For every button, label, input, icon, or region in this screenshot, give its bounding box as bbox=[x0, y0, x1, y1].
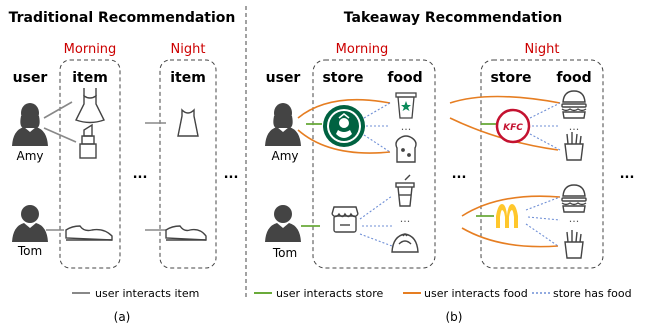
legend-label-has: store has food bbox=[553, 287, 632, 300]
more-foods-dots: ... bbox=[569, 212, 580, 225]
column-header-store: store bbox=[322, 70, 363, 86]
column-header-item: item bbox=[72, 70, 108, 86]
time-label-morning: Morning bbox=[336, 42, 389, 57]
user-label-tom: Tom bbox=[17, 244, 42, 258]
edge-tom-fries bbox=[461, 227, 559, 248]
panel-takeaway: Takeaway Recommendation Morning Night us… bbox=[254, 10, 634, 324]
kfc-logo: KFC bbox=[495, 108, 531, 144]
burger-icon bbox=[561, 90, 587, 119]
dress-icon bbox=[75, 88, 105, 124]
column-header-store-night: store bbox=[490, 70, 531, 86]
edge-amy-burger bbox=[449, 95, 561, 104]
coffee-cup-icon bbox=[395, 92, 417, 119]
user-label-tom: Tom bbox=[272, 246, 297, 260]
panel-title: Traditional Recommendation bbox=[9, 10, 236, 26]
fries-icon bbox=[564, 230, 584, 259]
column-header-user: user bbox=[13, 70, 48, 86]
more-foods-dots: ... bbox=[569, 120, 580, 133]
column-header-food: food bbox=[387, 70, 422, 86]
more-foods-dots: ... bbox=[401, 120, 412, 133]
more-foods-dots: ... bbox=[400, 212, 411, 225]
store-has-food-edges bbox=[359, 102, 561, 247]
edge-amy-lipstick bbox=[43, 127, 77, 143]
column-header-item-night: item bbox=[170, 70, 206, 86]
edge-amy-toast bbox=[297, 129, 391, 154]
column-header-food-night: food bbox=[556, 70, 591, 86]
store-interaction-edges bbox=[301, 123, 496, 227]
morning-store-food-box bbox=[312, 59, 436, 269]
night-items-box bbox=[159, 59, 217, 269]
ellipsis-after: ... bbox=[224, 167, 239, 182]
night-store-food-box bbox=[480, 59, 604, 269]
drink-cup-icon bbox=[395, 174, 415, 207]
user-label-amy: Amy bbox=[17, 149, 44, 163]
toast-icon bbox=[395, 135, 417, 163]
panel-traditional: Traditional Recommendation Morning Night… bbox=[9, 10, 239, 324]
edge-amy-dress bbox=[43, 101, 73, 119]
lipstick-icon bbox=[79, 123, 97, 159]
burger-icon bbox=[561, 184, 587, 213]
shoe-night-icon bbox=[165, 225, 207, 241]
mcdonalds-logo bbox=[496, 204, 518, 228]
caption-b: (b) bbox=[446, 310, 463, 324]
morning-items-box bbox=[59, 59, 121, 269]
caption-a: (a) bbox=[114, 310, 131, 324]
kfc-logo-text: KFC bbox=[503, 123, 523, 133]
shop-icon bbox=[331, 206, 359, 233]
legend-label-food: user interacts food bbox=[424, 287, 528, 300]
starbucks-logo bbox=[323, 105, 365, 147]
edge-amy-coffee bbox=[297, 98, 391, 119]
column-header-user: user bbox=[266, 70, 301, 86]
ellipsis-between: ... bbox=[452, 167, 467, 182]
ellipsis-after: ... bbox=[620, 167, 635, 182]
user-tom-icon bbox=[12, 205, 48, 242]
user-tom-icon bbox=[265, 205, 301, 242]
legend-label-item: user interacts item bbox=[95, 287, 199, 300]
fries-icon bbox=[564, 132, 584, 161]
user-amy-icon bbox=[12, 103, 48, 146]
user-label-amy: Amy bbox=[272, 149, 299, 163]
panel-title: Takeaway Recommendation bbox=[344, 10, 562, 26]
top-icon bbox=[177, 108, 199, 137]
time-label-morning: Morning bbox=[64, 42, 117, 57]
time-label-night: Night bbox=[525, 42, 560, 57]
time-label-night: Night bbox=[171, 42, 206, 57]
dumpling-icon bbox=[391, 233, 419, 253]
shoe-icon bbox=[65, 225, 113, 241]
ellipsis-between: ... bbox=[133, 167, 148, 182]
user-amy-icon bbox=[265, 103, 301, 146]
legend-label-store: user interacts store bbox=[276, 287, 384, 300]
edge-tom-burger bbox=[461, 195, 561, 217]
